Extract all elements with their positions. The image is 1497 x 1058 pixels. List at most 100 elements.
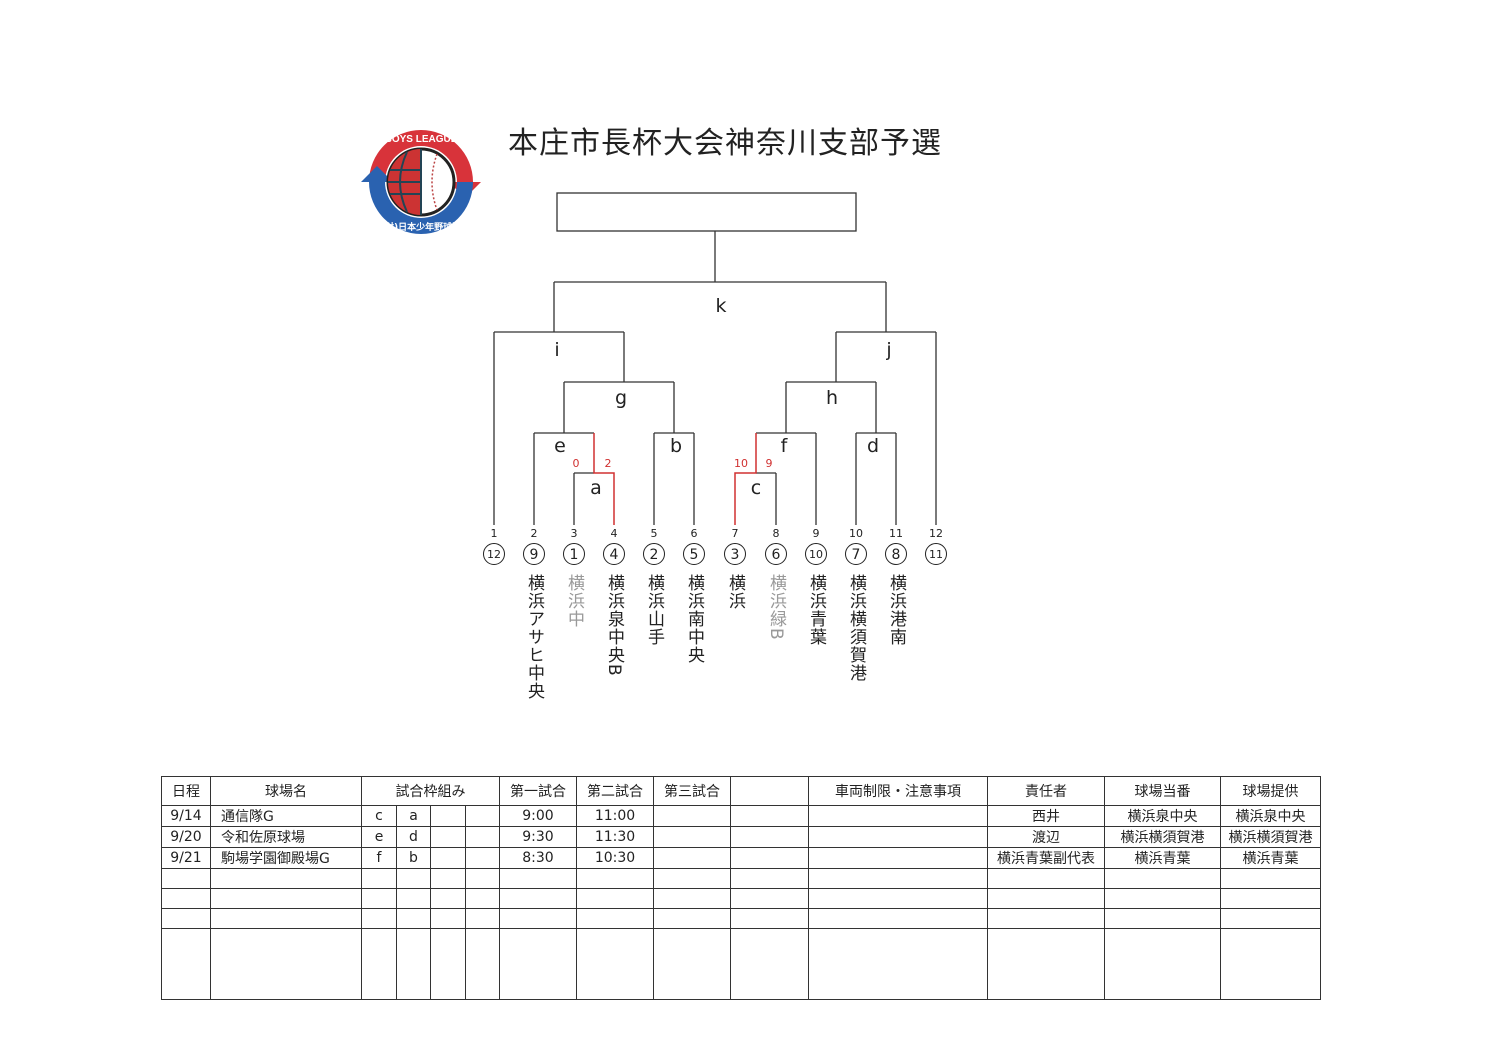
- line-game-e: [533, 432, 594, 525]
- seed-badge: 8: [885, 543, 907, 565]
- cell-match-4: [465, 826, 500, 848]
- line-game-c: [756, 472, 777, 525]
- slot-number: 6: [690, 527, 698, 540]
- empty-cell: [653, 868, 731, 889]
- game-label-f: f: [781, 435, 789, 457]
- slot-number: 3: [570, 527, 578, 540]
- seed-badge: 9: [523, 543, 545, 565]
- header-game2: 第二試合: [576, 776, 654, 806]
- header-game3: 第三試合: [653, 776, 731, 806]
- line-game-b: [653, 432, 695, 525]
- empty-cell: [1104, 908, 1221, 929]
- cell-provider: 横浜青葉: [1220, 847, 1321, 869]
- line-game-f: [756, 432, 817, 525]
- cell-game3-time: [653, 847, 731, 869]
- empty-cell: [210, 868, 362, 889]
- empty-cell: [465, 928, 500, 1000]
- seed-badge: 1: [563, 543, 585, 565]
- cell-match-3: [430, 826, 466, 848]
- team-name: 横浜アサヒ中央: [524, 574, 544, 700]
- cell-blank: [730, 826, 809, 848]
- seed-badge: 12: [483, 543, 505, 565]
- cell-provider: 横浜泉中央: [1220, 805, 1321, 827]
- cell-match-1: c: [361, 805, 397, 827]
- empty-cell: [987, 928, 1105, 1000]
- cell-notes: [808, 805, 988, 827]
- empty-cell: [465, 908, 500, 929]
- cell-manager: 横浜青葉副代表: [987, 847, 1105, 869]
- cell-match-3: [430, 847, 466, 869]
- cell-date: 9/20: [161, 826, 211, 848]
- empty-cell: [808, 868, 988, 889]
- champion-box: [556, 192, 857, 232]
- game-label-e: e: [554, 435, 566, 457]
- seed-badge: 5: [683, 543, 705, 565]
- empty-cell: [987, 908, 1105, 929]
- cell-provider: 横浜横須賀港: [1220, 826, 1321, 848]
- line-game-k: [553, 231, 887, 332]
- svg-text:BOYS LEAGUE: BOYS LEAGUE: [385, 134, 458, 145]
- empty-cell: [576, 888, 654, 909]
- svg-text:(公財)日本少年野球連盟: (公財)日本少年野球連盟: [372, 221, 470, 233]
- header-field: 球場名: [210, 776, 362, 806]
- cell-game1-time: 8:30: [499, 847, 577, 869]
- cell-game2-time: 11:00: [576, 805, 654, 827]
- score-a-right: 2: [605, 457, 612, 470]
- empty-cell: [430, 928, 466, 1000]
- empty-cell: [1104, 868, 1221, 889]
- line-game-a: [573, 472, 594, 525]
- empty-cell: [396, 888, 431, 909]
- header-provider: 球場提供: [1220, 776, 1321, 806]
- cell-date: 9/14: [161, 805, 211, 827]
- empty-cell: [730, 908, 809, 929]
- cell-duty: 横浜青葉: [1104, 847, 1221, 869]
- empty-cell: [730, 928, 809, 1000]
- team-name: 横浜緑B: [766, 574, 786, 641]
- empty-cell: [499, 908, 577, 929]
- header-matchups: 試合枠組み: [361, 776, 500, 806]
- empty-cell: [210, 888, 362, 909]
- empty-cell: [465, 888, 500, 909]
- seed-badge: 11: [925, 543, 947, 565]
- empty-cell: [396, 908, 431, 929]
- empty-cell: [576, 928, 654, 1000]
- empty-cell: [210, 908, 362, 929]
- line-game-g: [563, 381, 675, 433]
- cell-game1-time: 9:30: [499, 826, 577, 848]
- table-header-row: 日程 球場名 試合枠組み 第一試合 第二試合 第三試合 車両制限・注意事項 責任…: [161, 776, 1321, 806]
- seed-badge: 4: [603, 543, 625, 565]
- empty-cell: [808, 888, 988, 909]
- schedule-table: 日程 球場名 試合枠組み 第一試合 第二試合 第三試合 車両制限・注意事項 責任…: [161, 776, 1321, 1000]
- empty-cell: [161, 928, 211, 1000]
- team-name: 横浜青葉: [806, 574, 826, 646]
- header-date: 日程: [161, 776, 211, 806]
- cell-game2-time: 10:30: [576, 847, 654, 869]
- team-name: 横浜横須賀港: [846, 574, 866, 682]
- team-name: 横浜山手: [644, 574, 664, 646]
- game-label-c: c: [751, 477, 761, 499]
- empty-cell: [808, 908, 988, 929]
- seed-badge: 6: [765, 543, 787, 565]
- cell-match-1: f: [361, 847, 397, 869]
- cell-match-2: b: [396, 847, 431, 869]
- header-notes: 車両制限・注意事項: [808, 776, 988, 806]
- cell-manager: 渡辺: [987, 826, 1105, 848]
- game-label-g: g: [615, 387, 627, 409]
- slot-number: 5: [650, 527, 658, 540]
- empty-cell: [396, 928, 431, 1000]
- team-name: 横浜港南: [886, 574, 906, 646]
- boys-league-logo: BOYS LEAGUE (公財)日本少年野球連盟: [361, 130, 481, 234]
- empty-cell: [576, 908, 654, 929]
- slot-number: 12: [929, 527, 943, 540]
- cell-match-4: [465, 805, 500, 827]
- page-title: 本庄市長杯大会神奈川支部予選: [508, 126, 942, 161]
- empty-cell: [1104, 888, 1221, 909]
- slot-number: 4: [610, 527, 618, 540]
- cell-match-3: [430, 805, 466, 827]
- game-label-a: a: [590, 477, 602, 499]
- empty-cell: [430, 888, 466, 909]
- score-c-left: 10: [734, 457, 748, 470]
- score-c-right: 9: [766, 457, 773, 470]
- slot-number: 7: [731, 527, 739, 540]
